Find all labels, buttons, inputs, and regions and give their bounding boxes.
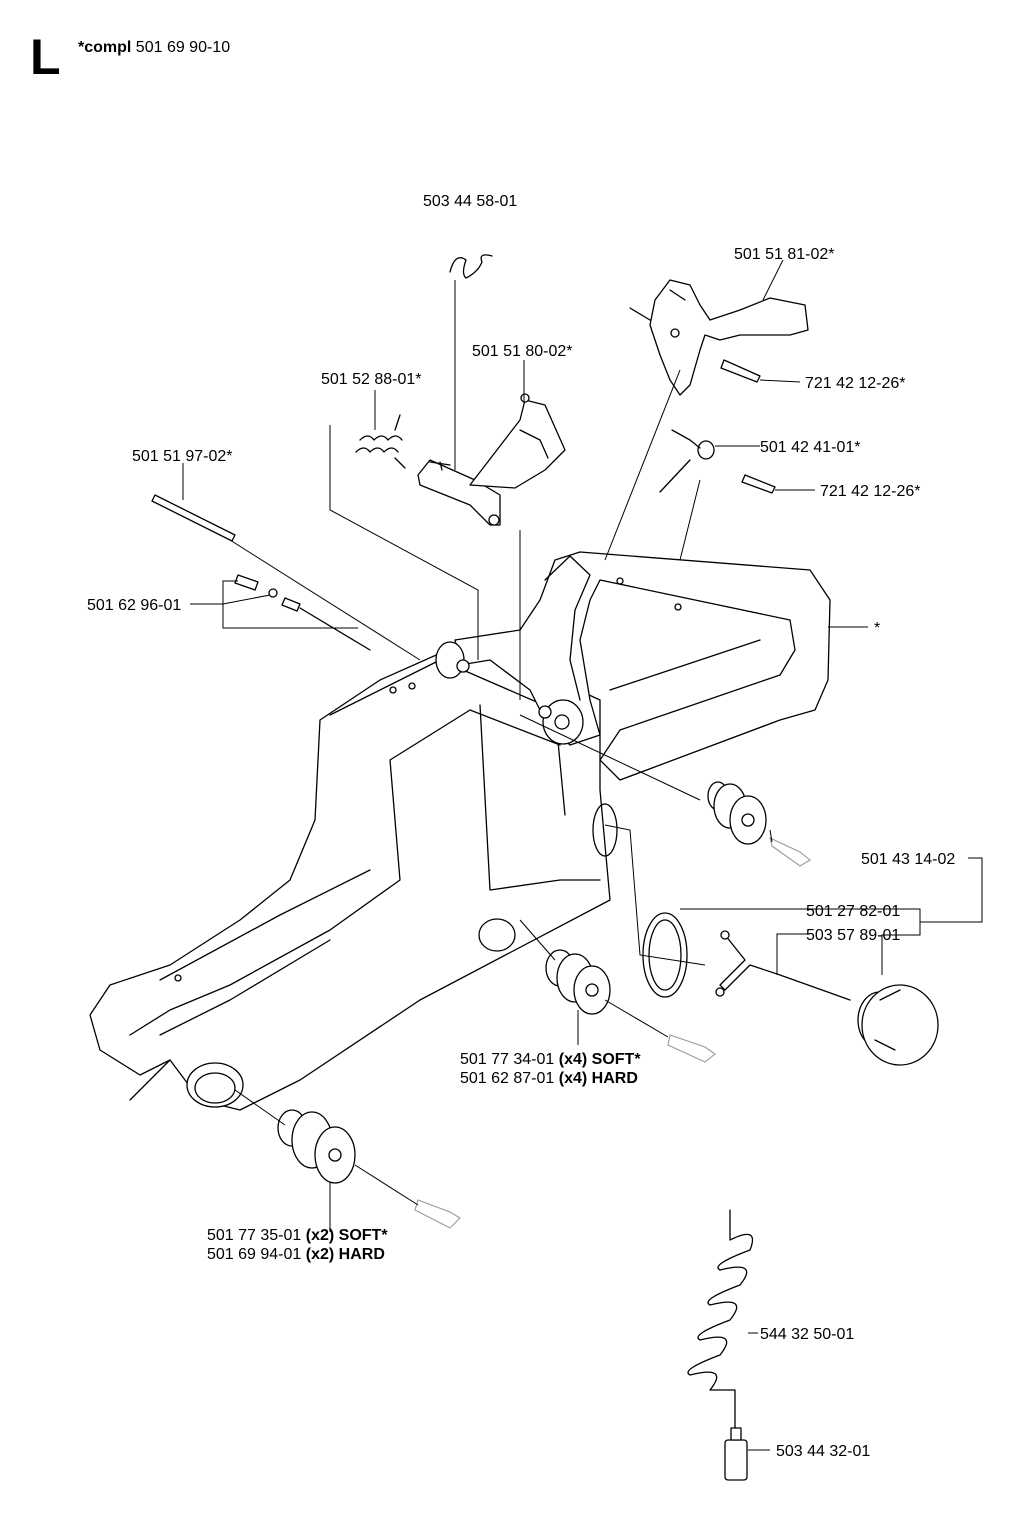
label-fuel-cap-assy: 501 43 14-02 xyxy=(861,851,955,868)
label-spring-1: 501 52 88-01* xyxy=(321,371,422,388)
fuel-hose xyxy=(687,1209,754,1431)
av-element-upper xyxy=(707,781,811,867)
label-choke-kit: 501 62 96-01 xyxy=(87,597,181,614)
complete-assembly-header: *compl 501 69 90-10 xyxy=(78,39,230,57)
label-av-lower-hard: 501 69 94-01 (x2) HARD xyxy=(207,1246,385,1263)
fuel-tank-housing xyxy=(89,639,618,1111)
part-labels: 503 44 58-01 501 51 81-02* 501 51 80-02*… xyxy=(87,193,955,1460)
label-throttle-lockout: 501 51 81-02* xyxy=(734,246,835,263)
throttle-lockout xyxy=(649,279,809,396)
leader-lines xyxy=(182,259,983,1451)
label-av-middle-soft: 501 77 34-01 (x4) SOFT* xyxy=(460,1051,641,1068)
label-spring-2: 501 42 41-01* xyxy=(760,439,861,456)
o-ring xyxy=(642,912,688,998)
fuel-cap xyxy=(857,984,939,1066)
springs-and-pins xyxy=(355,254,776,494)
label-pin-2: 721 42 12-26* xyxy=(820,483,921,500)
fuel-filter xyxy=(724,1427,748,1481)
label-av-lower-soft: 501 77 35-01 (x2) SOFT* xyxy=(207,1227,388,1244)
label-fuel-filter: 503 44 32-01 xyxy=(776,1443,870,1460)
label-pin-1: 721 42 12-26* xyxy=(805,375,906,392)
label-fuel-pickup: 503 57 89-01 xyxy=(806,927,900,944)
label-handle: * xyxy=(874,620,880,637)
rod-and-choke xyxy=(151,494,371,651)
section-letter: L xyxy=(30,29,61,85)
av-element-lower xyxy=(277,1109,461,1229)
fuel-pickup xyxy=(715,930,851,1001)
label-trigger: 501 51 80-02* xyxy=(472,343,573,360)
compl-number: 501 69 90-10 xyxy=(135,39,231,56)
label-o-ring: 501 27 82-01 xyxy=(806,903,900,920)
front-handle xyxy=(435,551,831,781)
compl-prefix: *compl xyxy=(78,39,132,56)
label-fuel-hose: 544 32 50-01 xyxy=(760,1326,854,1343)
label-clip: 503 44 58-01 xyxy=(423,193,517,210)
throttle-trigger xyxy=(417,393,566,526)
label-av-middle-hard: 501 62 87-01 (x4) HARD xyxy=(460,1070,638,1087)
av-element-middle xyxy=(545,949,716,1063)
label-rod: 501 51 97-02* xyxy=(132,448,233,465)
